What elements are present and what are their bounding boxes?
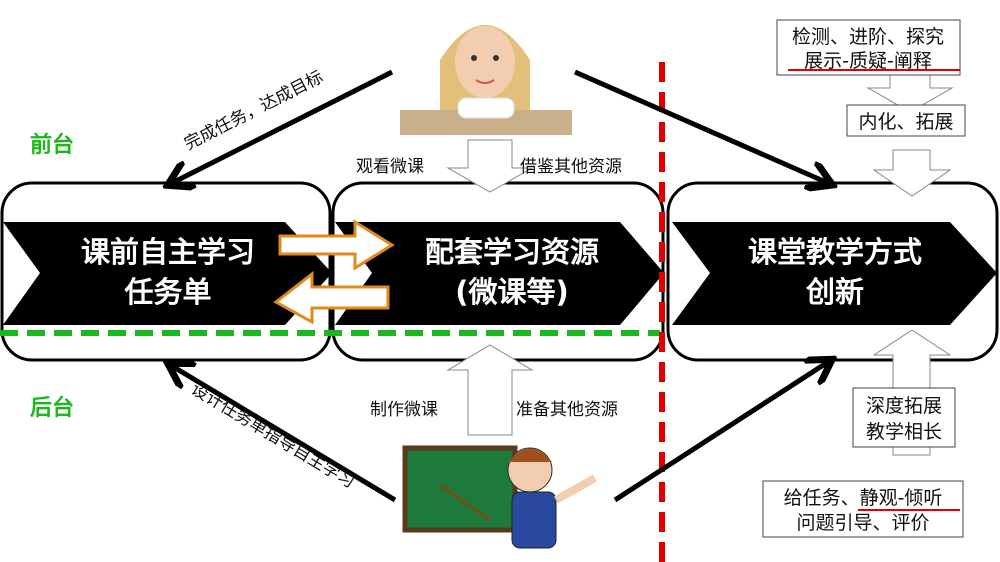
up-arrow-icon xyxy=(872,329,952,389)
teacher-to-class-arrow xyxy=(613,362,828,503)
prepare-label: 准备其他资源 xyxy=(516,400,618,420)
stage-3-line1: 课堂教学方式 xyxy=(748,235,922,269)
make-label: 制作微课 xyxy=(370,400,438,420)
stage-2-line1: 配套学习资源 xyxy=(425,235,599,269)
stage-1-line1: 课前自主学习 xyxy=(81,235,255,269)
down-arrow-icon xyxy=(866,74,954,113)
teacher-to-task-arrow xyxy=(172,366,397,503)
internalize-text: 内化、拓展 xyxy=(858,111,953,133)
arrow-left-icon xyxy=(273,270,390,325)
chevron-2 xyxy=(335,222,664,325)
internalize-box xyxy=(846,104,966,137)
top-box-line1: 检测、进阶、探究 xyxy=(792,26,944,48)
student-to-task-arrow xyxy=(172,69,394,183)
down-arrow-icon xyxy=(446,139,534,193)
bottom-line1: 给任务、静观-倾听 xyxy=(784,487,943,509)
teacher-image xyxy=(402,445,597,549)
student-to-class-arrow xyxy=(573,69,828,183)
arrow-right-icon xyxy=(278,219,395,271)
stage-2-line2: (微课等) xyxy=(455,275,569,309)
chevron-3 xyxy=(672,222,997,325)
deep-line1: 深度拓展 xyxy=(866,395,942,417)
watch-label: 观看微课 xyxy=(356,157,424,177)
up-arrow-icon xyxy=(446,344,534,436)
down-arrow-icon xyxy=(872,149,952,197)
chevron-1 xyxy=(3,222,332,325)
top-box xyxy=(776,19,961,76)
stage-3-line2: 创新 xyxy=(805,275,864,309)
student-image xyxy=(400,25,572,135)
deep-box xyxy=(852,387,956,448)
teacher-to-task-label: 设计任务单指导自主学习 xyxy=(187,379,358,492)
front-label: 前台 xyxy=(30,132,74,158)
bottom-line2: 问题引导、评价 xyxy=(796,512,929,534)
reference-label: 借鉴其他资源 xyxy=(520,157,622,177)
top-box-line2: 展示-质疑-阐释 xyxy=(804,50,932,72)
back-label: 后台 xyxy=(30,395,74,421)
stage-1-line2: 任务单 xyxy=(123,275,211,309)
deep-line2: 教学相长 xyxy=(866,421,942,443)
